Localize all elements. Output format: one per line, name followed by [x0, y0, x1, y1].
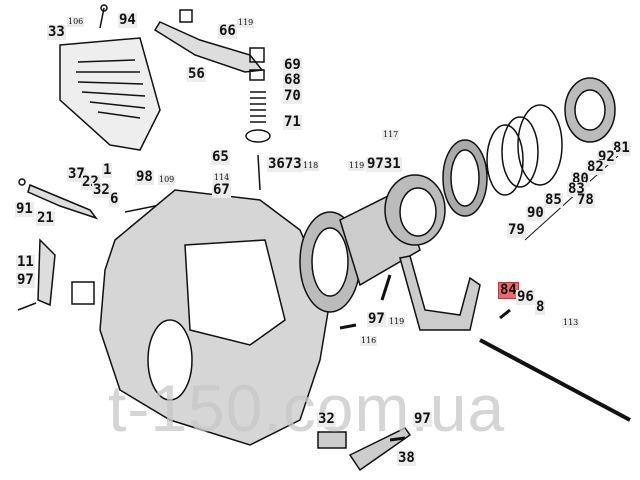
callout-69: 69	[283, 57, 302, 73]
callout-8: 8	[535, 299, 546, 315]
callout-78: 78	[576, 192, 595, 208]
callout-70: 70	[283, 88, 302, 104]
callout-97-c: 97	[413, 411, 432, 427]
callout-32-b: 32	[317, 411, 336, 427]
callout-68: 68	[283, 72, 302, 88]
callout-96: 96	[516, 289, 535, 305]
callout-79: 79	[507, 222, 526, 238]
callout-114: 114	[213, 173, 231, 183]
callout-71: 71	[283, 114, 302, 130]
callout-119-c: 119	[388, 317, 406, 327]
callout-32: 32	[92, 182, 111, 198]
watermark: t-150.com.ua	[108, 371, 506, 445]
callout-119: 119	[237, 18, 255, 28]
callout-97-b: 97	[367, 311, 386, 327]
callout-66: 66	[218, 23, 237, 39]
callout-85: 85	[544, 192, 563, 208]
cover-ribs	[76, 59, 146, 119]
callout-3673: 3673	[267, 156, 303, 172]
callout-1: 1	[102, 162, 113, 178]
callout-94: 94	[118, 12, 137, 28]
callout-90: 90	[526, 205, 545, 221]
callout-56: 56	[187, 66, 206, 82]
callout-81: 81	[612, 140, 631, 156]
callout-106: 106	[67, 17, 85, 27]
callout-91: 91	[15, 201, 34, 217]
callout-67: 67	[212, 182, 231, 198]
callout-6: 6	[109, 191, 120, 207]
callout-97: 97	[16, 272, 35, 288]
callout-119-b: 119	[348, 161, 366, 171]
callout-109: 109	[158, 175, 176, 185]
callout-65: 65	[211, 149, 230, 165]
callout-98: 98	[135, 169, 154, 185]
callout-84-highlighted[interactable]: 84	[498, 282, 519, 299]
callout-118: 118	[302, 161, 320, 171]
callout-82: 82	[586, 159, 605, 175]
callout-38: 38	[397, 450, 416, 466]
callout-33: 33	[47, 24, 66, 40]
callout-9731: 9731	[366, 156, 402, 172]
callout-21: 21	[36, 210, 55, 226]
callout-116: 116	[360, 336, 378, 346]
callout-113: 113	[562, 318, 580, 328]
callout-117: 117	[382, 130, 400, 140]
callout-11: 11	[16, 254, 35, 270]
